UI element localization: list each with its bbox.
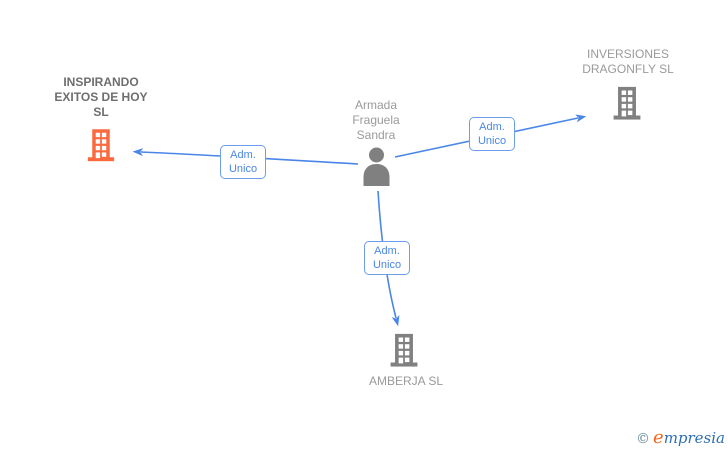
relationship-badge-adm-unico-right: Adm. Unico bbox=[469, 117, 515, 151]
company-label-inversiones-dragonfly[interactable]: INVERSIONES DRAGONFLY SL bbox=[582, 47, 674, 76]
person-label-armada-fraguela-sandra[interactable]: Armada Fraguela Sandra bbox=[352, 98, 400, 142]
company-label-amberja[interactable]: AMBERJA SL bbox=[368, 374, 444, 388]
person-icon[interactable] bbox=[361, 147, 392, 186]
brand-initial: e bbox=[653, 427, 664, 448]
company-label-inspirando[interactable]: INSPIRANDO EXITOS DE HOY SL bbox=[54, 75, 148, 119]
building-icon-amberja[interactable] bbox=[389, 333, 419, 367]
relationship-badge-adm-unico-left: Adm. Unico bbox=[220, 145, 266, 179]
empresia-logo[interactable]: ©empresia bbox=[636, 427, 725, 448]
building-icon-inspirando[interactable] bbox=[87, 128, 115, 162]
copyright-symbol: © bbox=[636, 431, 651, 447]
relationship-badge-adm-unico-bottom: Adm. Unico bbox=[364, 241, 410, 275]
brand-rest: mpresia bbox=[663, 429, 725, 447]
building-icon-inversiones-dragonfly[interactable] bbox=[612, 86, 642, 120]
